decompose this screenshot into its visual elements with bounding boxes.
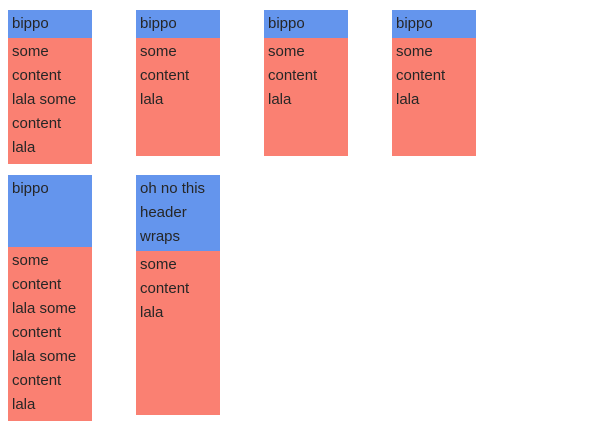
- card-header: bippo: [264, 10, 348, 38]
- card[interactable]: bippo some content lala: [264, 10, 348, 156]
- card-row-1: bippo some content lala some content lal…: [8, 10, 608, 164]
- card-header: bippo: [392, 10, 476, 38]
- card-body: some content lala: [136, 251, 220, 415]
- card-body: some content lala: [392, 38, 476, 156]
- card-header: oh no this header wraps: [136, 175, 220, 251]
- card[interactable]: bippo some content lala some content lal…: [8, 175, 92, 421]
- card[interactable]: bippo some content lala: [392, 10, 476, 156]
- card-header: bippo: [136, 10, 220, 38]
- card-header: bippo: [8, 10, 92, 38]
- card-body: some content lala some content lala some…: [8, 247, 92, 421]
- card[interactable]: bippo some content lala: [136, 10, 220, 156]
- card-header: bippo: [8, 175, 92, 247]
- card[interactable]: oh no this header wraps some content lal…: [136, 175, 220, 415]
- card-row-2: bippo some content lala some content lal…: [8, 175, 608, 421]
- card-body: some content lala some content lala: [8, 38, 92, 164]
- card-body: some content lala: [136, 38, 220, 156]
- card-body: some content lala: [264, 38, 348, 156]
- card[interactable]: bippo some content lala some content lal…: [8, 10, 92, 164]
